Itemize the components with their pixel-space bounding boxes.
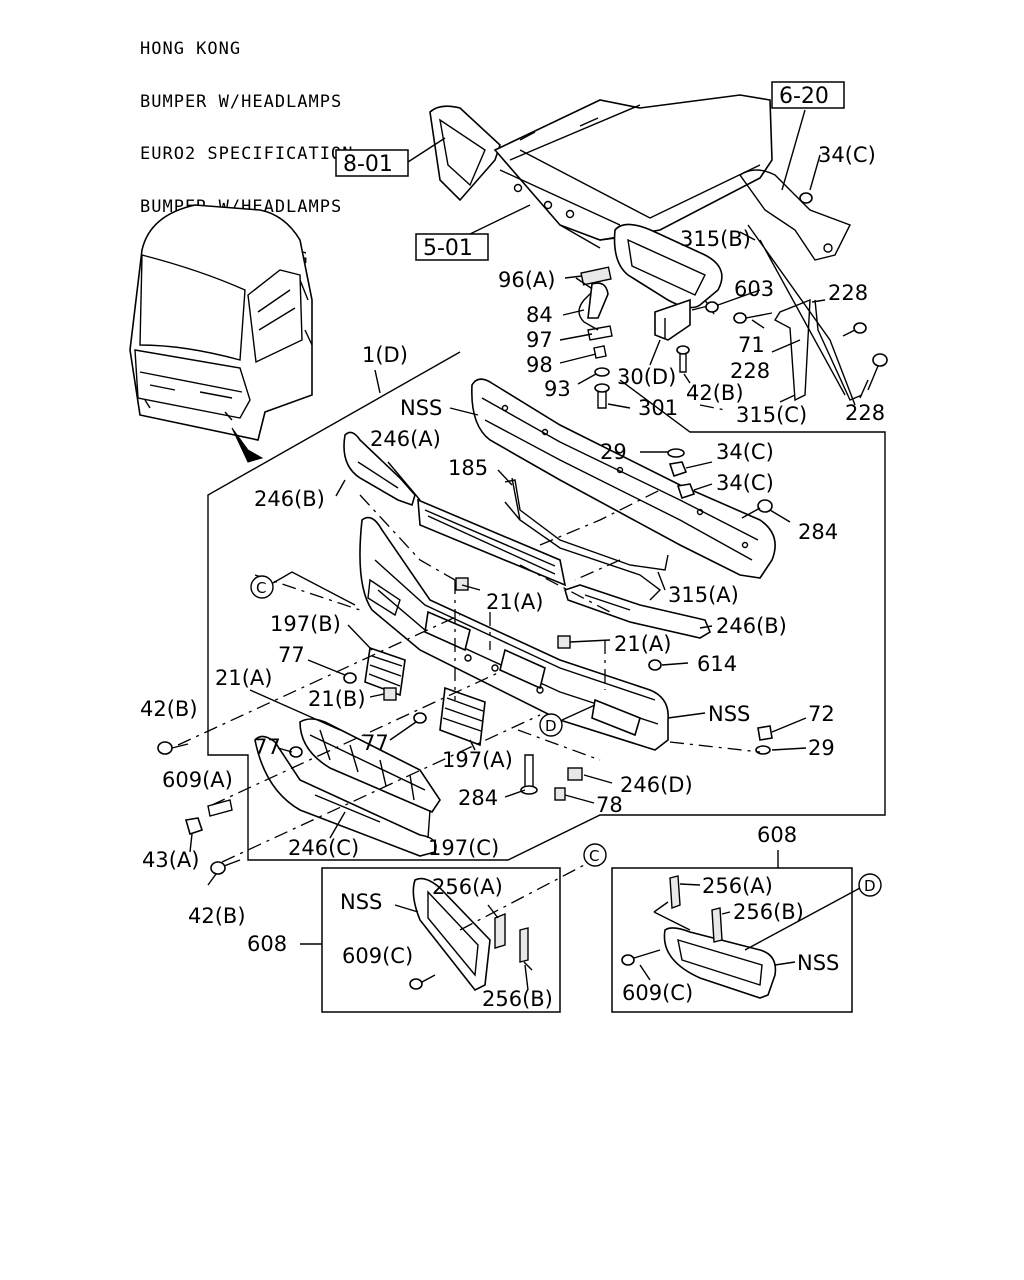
label-246c: 246(C) bbox=[288, 836, 359, 860]
label-34c-mid2: 34(C) bbox=[716, 471, 774, 495]
label-21a-2: 21(A) bbox=[614, 632, 671, 656]
header-line-1: HONG KONG bbox=[140, 39, 242, 59]
label-301: 301 bbox=[638, 396, 678, 420]
label-nss-inset-right: NSS bbox=[797, 951, 839, 975]
label-246d: 246(D) bbox=[620, 773, 693, 797]
grille-197a bbox=[439, 686, 486, 747]
bumper-face bbox=[359, 516, 669, 751]
inset-left-608: C bbox=[300, 843, 607, 1013]
ref-box-8-01: 8-01 bbox=[335, 137, 446, 177]
label-228-b: 228 bbox=[730, 359, 770, 383]
label-1d: 1(D) bbox=[362, 343, 408, 367]
label-228-c: 228 bbox=[845, 401, 885, 425]
label-197c: 197(C) bbox=[428, 836, 499, 860]
main-fasteners bbox=[157, 577, 773, 875]
label-29-mid: 29 bbox=[808, 736, 835, 760]
label-84: 84 bbox=[526, 303, 553, 327]
callout-d-main-label: D bbox=[545, 717, 557, 735]
label-72: 72 bbox=[808, 702, 835, 726]
label-nss-inset-left: NSS bbox=[340, 890, 382, 914]
label-29-top: 29 bbox=[600, 440, 627, 464]
cab-illustration bbox=[129, 204, 313, 463]
bracket-185 bbox=[504, 477, 669, 601]
label-614: 614 bbox=[697, 652, 737, 676]
label-246b-right: 246(B) bbox=[716, 614, 787, 638]
label-71: 71 bbox=[738, 333, 765, 357]
label-21a-left: 21(A) bbox=[215, 666, 272, 690]
label-43a: 43(A) bbox=[142, 848, 199, 872]
label-284-right: 284 bbox=[798, 520, 838, 544]
label-21b: 21(B) bbox=[308, 687, 366, 711]
label-256b-right: 256(B) bbox=[733, 900, 804, 924]
upper-right-fasteners bbox=[667, 448, 773, 519]
label-228-a: 228 bbox=[828, 281, 868, 305]
lower-strip-246c bbox=[254, 735, 437, 857]
part-labels: 34(C) 315(B) 228 96(A) 603 84 97 71 98 2… bbox=[140, 143, 885, 1011]
label-609a: 609(A) bbox=[162, 768, 233, 792]
label-246b-left: 246(B) bbox=[254, 487, 325, 511]
ref-label-5-01: 5-01 bbox=[423, 236, 473, 261]
label-609c-right: 609(C) bbox=[622, 981, 693, 1005]
label-77-a: 77 bbox=[278, 643, 305, 667]
assembly-boundary bbox=[207, 351, 886, 861]
callout-c-inset-label: C bbox=[589, 847, 599, 865]
grille-197c bbox=[299, 718, 441, 813]
header-line-3: EURO2 SPECIFICATION, bbox=[140, 144, 365, 164]
end-panel-246b-left bbox=[343, 431, 416, 507]
label-197a: 197(A) bbox=[442, 748, 513, 772]
label-nss-mid: NSS bbox=[708, 702, 750, 726]
label-603: 603 bbox=[734, 277, 774, 301]
callout-c-main-label: C bbox=[256, 579, 266, 597]
label-197b: 197(B) bbox=[270, 612, 341, 636]
label-256a-left: 256(A) bbox=[432, 875, 503, 899]
ref-box-6-20: 6-20 bbox=[771, 81, 845, 191]
chassis-frame bbox=[429, 94, 851, 309]
label-284-bottom: 284 bbox=[458, 786, 498, 810]
label-34c-mid1: 34(C) bbox=[716, 440, 774, 464]
label-34c-top: 34(C) bbox=[818, 143, 876, 167]
upper-hardware bbox=[575, 192, 888, 409]
label-246a: 246(A) bbox=[370, 427, 441, 451]
label-96a: 96(A) bbox=[498, 268, 555, 292]
label-609c-left: 609(C) bbox=[342, 944, 413, 968]
label-315b: 315(B) bbox=[680, 227, 751, 251]
inset-right-608: D bbox=[611, 850, 882, 1013]
callout-d-main: D bbox=[539, 704, 596, 737]
label-98: 98 bbox=[526, 353, 553, 377]
callout-c-main: C bbox=[250, 571, 356, 606]
label-78: 78 bbox=[596, 793, 623, 817]
label-185: 185 bbox=[448, 456, 488, 480]
label-315c: 315(C) bbox=[736, 403, 807, 427]
ref-label-6-20: 6-20 bbox=[779, 84, 829, 109]
header-line-2: BUMPER W/HEADLAMPS bbox=[140, 91, 343, 112]
leader-lines bbox=[189, 154, 869, 886]
label-97: 97 bbox=[526, 328, 553, 352]
label-42b-bottom: 42(B) bbox=[188, 904, 246, 928]
label-21a-1: 21(A) bbox=[486, 590, 543, 614]
label-30d: 30(D) bbox=[617, 365, 676, 389]
callout-d-inset-label: D bbox=[864, 877, 876, 895]
label-nss-top: NSS bbox=[400, 396, 442, 420]
alignment-lines bbox=[177, 404, 761, 863]
grille-strip-246a bbox=[417, 498, 567, 587]
label-608-right: 608 bbox=[757, 823, 797, 847]
label-256a-right: 256(A) bbox=[702, 874, 773, 898]
label-42b-left: 42(B) bbox=[140, 697, 198, 721]
end-panel-246b-right bbox=[564, 584, 712, 639]
ref-label-8-01: 8-01 bbox=[343, 152, 393, 177]
label-93: 93 bbox=[544, 377, 571, 401]
label-42b-top: 42(B) bbox=[686, 381, 744, 405]
ref-box-5-01: 5-01 bbox=[415, 204, 531, 261]
label-608-left: 608 bbox=[247, 932, 287, 956]
label-77-b: 77 bbox=[254, 735, 281, 759]
reinforcement-bar bbox=[471, 378, 776, 579]
label-256b-left: 256(B) bbox=[482, 987, 553, 1011]
label-77-c: 77 bbox=[362, 731, 389, 755]
grille-197b bbox=[364, 646, 406, 697]
label-315a: 315(A) bbox=[668, 583, 739, 607]
